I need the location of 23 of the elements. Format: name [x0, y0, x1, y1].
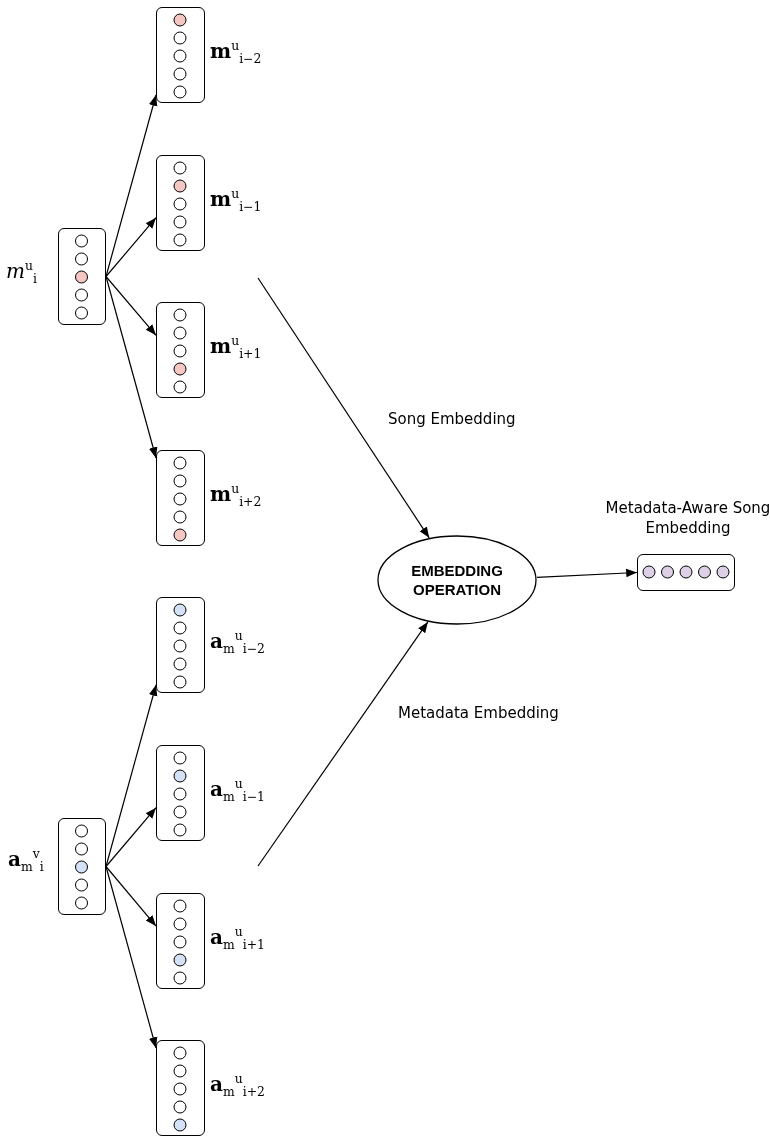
- vector-box: [156, 7, 205, 103]
- node-caption: Metadata-Aware Song Embedding: [604, 498, 770, 538]
- vector-box: [156, 155, 205, 251]
- vector-box: [156, 597, 205, 693]
- vector-box: [58, 228, 106, 325]
- node-label: EMBEDDING OPERATION: [410, 561, 504, 599]
- vector-box: [156, 450, 205, 546]
- vector-box: [156, 1040, 205, 1136]
- operation-ellipse: [377, 535, 537, 625]
- vector-box: [637, 554, 735, 591]
- arrow: [105, 865, 157, 927]
- arrow: [105, 807, 157, 868]
- arrow: [257, 621, 429, 867]
- arrow: [536, 568, 638, 578]
- vector-box: [156, 893, 205, 989]
- vector-box: [156, 302, 205, 398]
- vector-box: [58, 818, 106, 915]
- edge-label: Metadata Embedding: [396, 704, 561, 722]
- arrow: [257, 277, 430, 539]
- arrow: [105, 275, 157, 336]
- edge-label: Song Embedding: [386, 410, 518, 428]
- arrow: [105, 217, 157, 278]
- vector-box: [156, 745, 205, 841]
